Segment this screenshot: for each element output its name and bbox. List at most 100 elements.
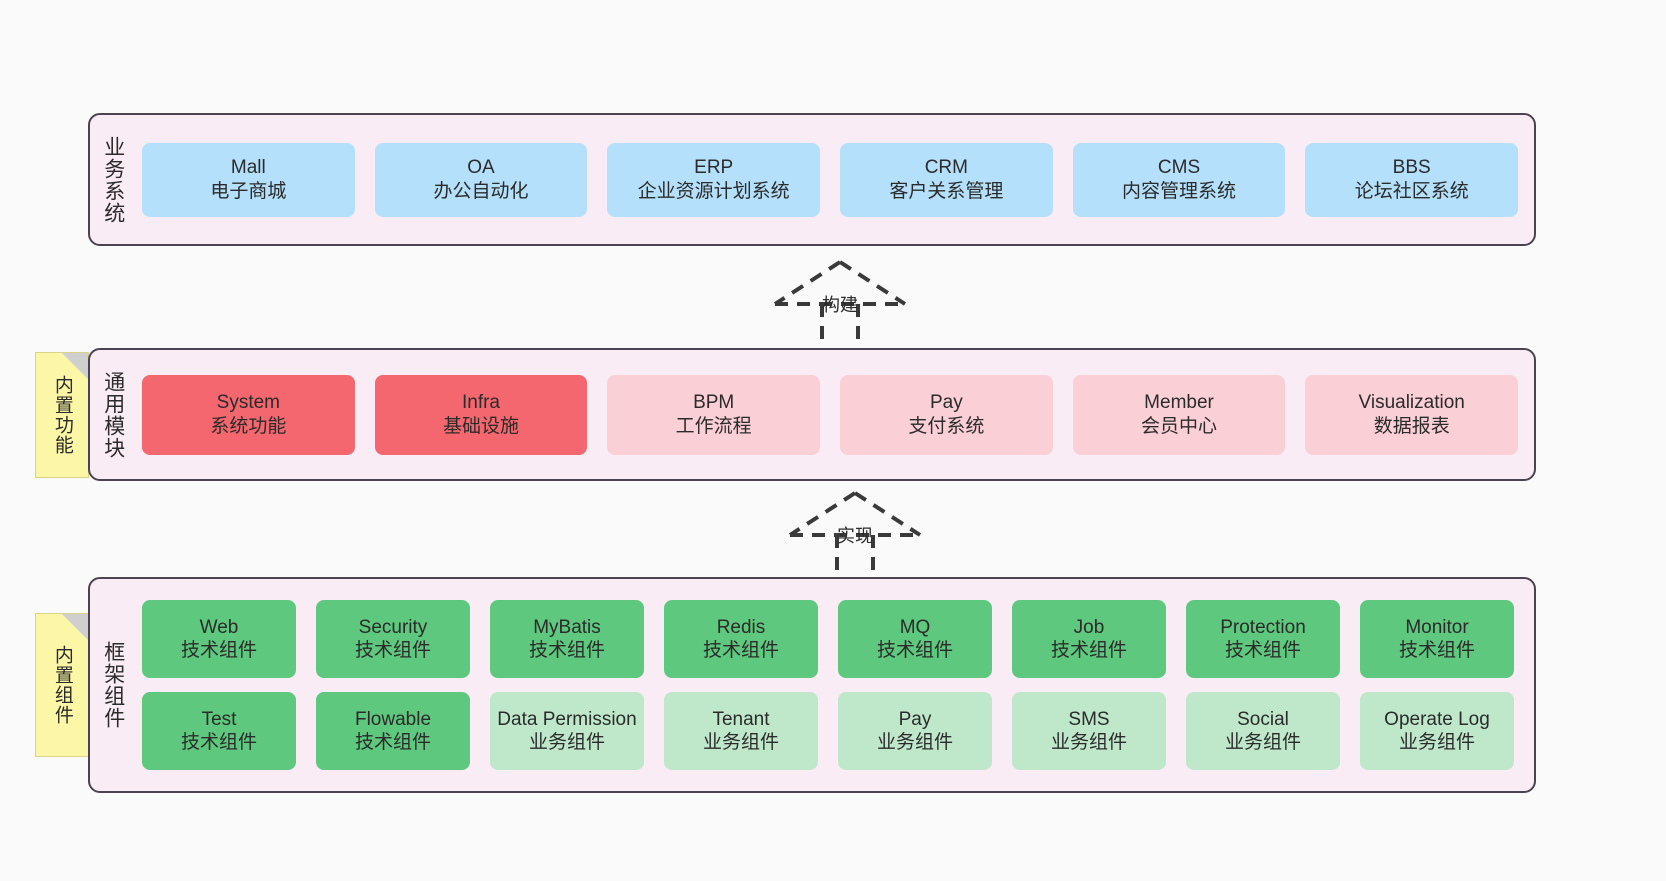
card-title: BPM xyxy=(693,392,735,414)
card-title: Job xyxy=(1073,616,1105,638)
card-bpm[interactable]: BPM 工作流程 xyxy=(607,374,821,455)
card-cms[interactable]: CMS 内容管理系统 xyxy=(1072,142,1286,217)
card-oa[interactable]: OA 办公自动化 xyxy=(374,142,588,217)
card-sms[interactable]: SMS 业务组件 xyxy=(1012,692,1166,770)
card-security[interactable]: Security 技术组件 xyxy=(316,600,470,678)
note-builtin-components: 内置组件 xyxy=(35,613,89,757)
card-protection[interactable]: Protection 技术组件 xyxy=(1186,600,1340,678)
card-title: Test xyxy=(201,708,237,730)
card-row: Web 技术组件 Security 技术组件 MyBatis 技术组件 Redi… xyxy=(142,600,1514,678)
card-crm[interactable]: CRM 客户关系管理 xyxy=(840,142,1053,217)
layer-title-modules: 通用模块 xyxy=(101,370,125,459)
card-mybatis[interactable]: MyBatis 技术组件 xyxy=(490,600,644,678)
card-subtitle: 技术组件 xyxy=(1398,640,1475,661)
card-subtitle: 业务组件 xyxy=(528,732,605,753)
card-title: SMS xyxy=(1068,708,1110,730)
layer-body-modules: System 系统功能 Infra 基础设施 BPM 工作流程 Pay 支付系统… xyxy=(136,350,1534,479)
card-title: Member xyxy=(1144,392,1214,414)
card-row: Test 技术组件 Flowable 技术组件 Data Permission … xyxy=(142,692,1514,770)
card-title: Visualization xyxy=(1358,392,1465,414)
card-pay[interactable]: Pay 支付系统 xyxy=(840,374,1053,455)
card-mall[interactable]: Mall 电子商城 xyxy=(142,142,355,217)
card-title: Pay xyxy=(898,708,932,730)
card-social[interactable]: Social 业务组件 xyxy=(1186,692,1340,770)
arrowhead-right-edge xyxy=(838,260,907,306)
card-subtitle: 系统功能 xyxy=(210,415,287,437)
card-erp[interactable]: ERP 企业资源计划系统 xyxy=(607,142,821,217)
card-subtitle: 技术组件 xyxy=(876,640,953,661)
card-subtitle: 技术组件 xyxy=(528,640,605,661)
card-test[interactable]: Test 技术组件 xyxy=(142,692,296,770)
card-subtitle: 业务组件 xyxy=(702,732,779,753)
card-subtitle: 电子商城 xyxy=(210,180,287,202)
card-subtitle: 论坛社区系统 xyxy=(1354,180,1469,202)
card-title: Social xyxy=(1237,708,1289,730)
layer-body-framework: Web 技术组件 Security 技术组件 MyBatis 技术组件 Redi… xyxy=(136,579,1534,791)
card-title: Security xyxy=(358,616,428,638)
card-job[interactable]: Job 技术组件 xyxy=(1012,600,1166,678)
card-pay-business[interactable]: Pay 业务组件 xyxy=(838,692,992,770)
connector-label-build: 构建 xyxy=(822,295,858,315)
card-subtitle: 技术组件 xyxy=(354,732,431,753)
card-mq[interactable]: MQ 技术组件 xyxy=(838,600,992,678)
card-subtitle: 内容管理系统 xyxy=(1122,180,1237,202)
card-row: System 系统功能 Infra 基础设施 BPM 工作流程 Pay 支付系统… xyxy=(142,374,1519,455)
card-title: CRM xyxy=(924,157,968,179)
card-subtitle: 技术组件 xyxy=(702,640,779,661)
card-system[interactable]: System 系统功能 xyxy=(142,374,355,455)
card-subtitle: 技术组件 xyxy=(354,640,431,661)
connector-build: 构建 xyxy=(760,258,920,358)
card-title: Protection xyxy=(1220,616,1306,638)
card-visualization[interactable]: Visualization 数据报表 xyxy=(1305,374,1519,455)
card-title: CMS xyxy=(1157,157,1201,179)
card-member[interactable]: Member 会员中心 xyxy=(1072,374,1286,455)
card-data-permission[interactable]: Data Permission 业务组件 xyxy=(490,692,644,770)
card-subtitle: 客户关系管理 xyxy=(889,180,1004,202)
connector-label-implement: 实现 xyxy=(837,526,873,546)
card-subtitle: 技术组件 xyxy=(1050,640,1127,661)
card-title: Flowable xyxy=(354,708,432,730)
card-subtitle: 基础设施 xyxy=(443,415,520,437)
card-title: Mall xyxy=(230,157,266,179)
note-fold-icon xyxy=(62,353,88,379)
card-monitor[interactable]: Monitor 技术组件 xyxy=(1360,600,1514,678)
card-infra[interactable]: Infra 基础设施 xyxy=(374,374,588,455)
card-operate-log[interactable]: Operate Log 业务组件 xyxy=(1360,692,1514,770)
card-subtitle: 工作流程 xyxy=(675,415,752,437)
layer-body-business: Mall 电子商城 OA 办公自动化 ERP 企业资源计划系统 CRM 客户关系… xyxy=(136,115,1534,244)
card-web[interactable]: Web 技术组件 xyxy=(142,600,296,678)
card-title: MQ xyxy=(899,616,931,638)
note-builtin-features: 内置功能 xyxy=(35,352,89,478)
card-subtitle: 业务组件 xyxy=(1224,732,1301,753)
layer-common-modules: 通用模块 System 系统功能 Infra 基础设施 BPM 工作流程 Pay… xyxy=(88,348,1536,481)
card-subtitle: 支付系统 xyxy=(908,415,985,437)
card-subtitle: 办公自动化 xyxy=(433,180,529,202)
card-subtitle: 会员中心 xyxy=(1141,415,1218,437)
card-title: BBS xyxy=(1392,157,1431,179)
note-fold-icon xyxy=(62,614,88,640)
card-redis[interactable]: Redis 技术组件 xyxy=(664,600,818,678)
connector-implement: 实现 xyxy=(775,489,935,589)
card-title: OA xyxy=(467,157,495,179)
card-subtitle: 业务组件 xyxy=(876,732,953,753)
card-subtitle: 技术组件 xyxy=(180,640,257,661)
card-flowable[interactable]: Flowable 技术组件 xyxy=(316,692,470,770)
card-subtitle: 技术组件 xyxy=(180,732,257,753)
card-title: Operate Log xyxy=(1384,708,1490,730)
arrowhead-left-edge xyxy=(788,491,857,537)
note-label: 内置功能 xyxy=(51,375,73,455)
card-title: ERP xyxy=(694,157,734,179)
card-subtitle: 企业资源计划系统 xyxy=(637,180,790,202)
card-bbs[interactable]: BBS 论坛社区系统 xyxy=(1305,142,1519,217)
card-subtitle: 业务组件 xyxy=(1398,732,1475,753)
card-title: System xyxy=(216,392,281,414)
card-title: Pay xyxy=(929,392,963,414)
card-row: Mall 电子商城 OA 办公自动化 ERP 企业资源计划系统 CRM 客户关系… xyxy=(142,142,1519,217)
card-title: Redis xyxy=(716,616,766,638)
card-title: Infra xyxy=(461,392,501,414)
layer-business-systems: 业务系统 Mall 电子商城 OA 办公自动化 ERP 企业资源计划系统 CRM… xyxy=(88,113,1536,246)
note-label: 内置组件 xyxy=(51,645,73,725)
layer-framework-components: 框架组件 Web 技术组件 Security 技术组件 MyBatis 技术组件… xyxy=(88,577,1536,793)
card-tenant[interactable]: Tenant 业务组件 xyxy=(664,692,818,770)
